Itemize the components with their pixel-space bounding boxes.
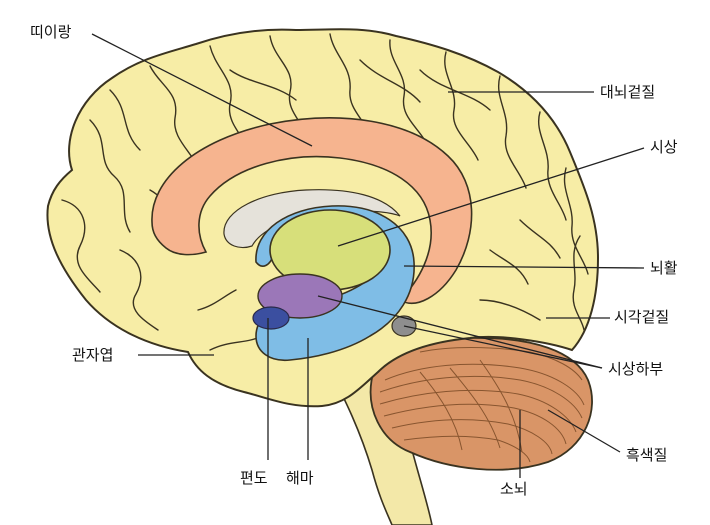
- cerebellum: [369, 336, 593, 471]
- label-substantia: 흑색질: [626, 446, 668, 464]
- label-thalamus: 시상: [650, 138, 678, 156]
- label-fornix: 뇌활: [650, 259, 678, 277]
- label-hippocampus: 해마: [286, 469, 314, 487]
- label-amygdala: 편도: [240, 469, 268, 487]
- cingulate-gyrus: [151, 117, 473, 305]
- label-cerebral-cortex: 대뇌겉질: [600, 83, 656, 101]
- label-temporal-lobe: 관자엽: [72, 346, 114, 364]
- amygdala: [252, 306, 290, 330]
- label-cingulate-gyrus: 띠이랑: [30, 23, 72, 41]
- label-hypothalamus: 시상하부: [608, 360, 664, 378]
- label-cerebellum: 소뇌: [500, 480, 528, 498]
- hypothalamus: [257, 273, 343, 319]
- label-visual-cortex: 시각겉질: [614, 308, 670, 326]
- lateral-ventricle: [223, 189, 401, 249]
- leader-lines: [91, 33, 645, 478]
